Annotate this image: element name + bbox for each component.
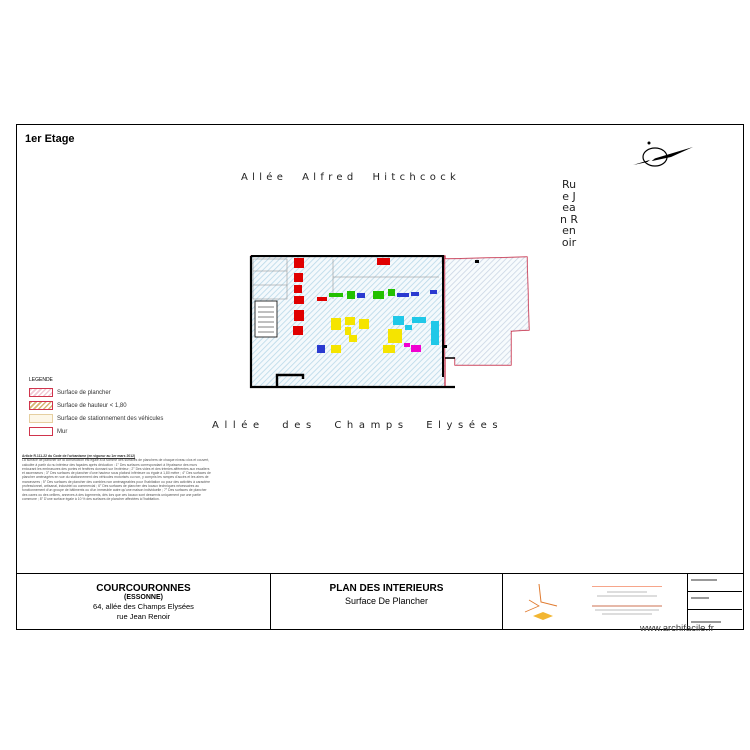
notes-title: Article R.111-22 du Code de l'urbanisme … bbox=[22, 454, 136, 458]
regulation-notes: Article R.111-22 du Code de l'urbanisme … bbox=[22, 454, 212, 501]
address-line-2: rue Jean Renoir bbox=[116, 612, 171, 621]
legend-swatch bbox=[29, 401, 53, 410]
title-block-firm bbox=[503, 574, 743, 630]
title-block-info bbox=[687, 574, 742, 630]
title-block: COURCOURONNES (ESSONNE) 64, allée des Ch… bbox=[17, 573, 743, 630]
partner-logo-icon bbox=[577, 580, 677, 615]
address-line-1: 64, allée des Champs Elysées bbox=[93, 602, 194, 611]
entry-wall bbox=[275, 373, 305, 387]
department: (ESSONNE) bbox=[124, 594, 163, 601]
small-rooms bbox=[252, 258, 288, 300]
legend-swatch bbox=[29, 427, 53, 436]
info-scale bbox=[688, 592, 742, 610]
floor-title: 1er Etage bbox=[25, 133, 75, 145]
city-name: COURCOURONNES bbox=[96, 583, 191, 594]
legend-title: LEGENDE bbox=[29, 377, 53, 383]
legend-item: Surface de stationnement des véhicules bbox=[29, 412, 229, 425]
legend-swatch bbox=[29, 414, 53, 423]
title-block-plan: PLAN DES INTERIEURS Surface De Plancher bbox=[271, 574, 503, 630]
legend-item: Surface de hauteur < 1,80 bbox=[29, 399, 229, 412]
legend-swatch bbox=[29, 388, 53, 397]
legend-item: Surface de plancher bbox=[29, 386, 229, 399]
stair-block bbox=[254, 300, 278, 338]
legend-label: Surface de plancher bbox=[57, 389, 111, 396]
legend: LEGENDE Surface de plancher Surface de h… bbox=[29, 377, 229, 438]
street-north: Allée Alfred Hitchcock bbox=[241, 172, 461, 183]
legend-label: Surface de hauteur < 1,80 bbox=[57, 402, 127, 409]
firm-logo-icon bbox=[524, 583, 558, 620]
info-date bbox=[688, 574, 742, 592]
notes-body: La surface de plancher de la constructio… bbox=[22, 458, 211, 501]
desk-layout bbox=[293, 258, 439, 353]
street-south: Allée des Champs Elysées bbox=[212, 420, 504, 431]
legend-label: Surface de stationnement des véhicules bbox=[57, 415, 164, 422]
floor-plan bbox=[249, 255, 530, 389]
plan-title: PLAN DES INTERIEURS bbox=[329, 583, 444, 594]
plan-subtitle: Surface De Plancher bbox=[344, 596, 429, 606]
title-block-location: COURCOURONNES (ESSONNE) 64, allée des Ch… bbox=[17, 574, 271, 630]
watermark: www.archifacile.fr bbox=[640, 623, 714, 634]
street-east: Rue Jean Renoir bbox=[559, 178, 579, 249]
north-arrow-icon bbox=[633, 141, 693, 167]
legend-label: Mur bbox=[57, 428, 68, 435]
legend-item: Mur bbox=[29, 425, 229, 438]
info-ref bbox=[688, 610, 742, 628]
drawing-sheet: 1er Etage Allée Alfred Hitchcock Allée d… bbox=[16, 124, 744, 630]
